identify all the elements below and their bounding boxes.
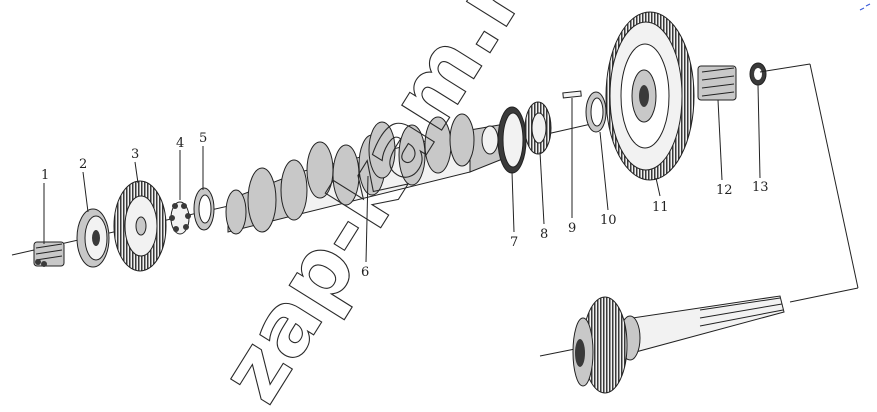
callout-7: 7 (510, 235, 518, 250)
part-4-bolt-set (169, 201, 191, 235)
callout-12: 12 (716, 183, 733, 198)
callout-5: 5 (199, 131, 207, 146)
part-8-crank-gear (524, 101, 552, 155)
leader-13-top (759, 63, 811, 73)
callout-2: 2 (79, 157, 87, 172)
part-10-rear-seal (585, 91, 607, 133)
callout-9: 9 (568, 221, 576, 236)
part-2-pulley (76, 208, 110, 268)
part-11-flywheel (605, 11, 695, 181)
callout-6: 6 (361, 265, 369, 280)
leader-lines (43, 84, 761, 263)
leader-13-down (809, 63, 859, 289)
part-12-flywheel-bolts (697, 65, 737, 101)
input-shaft (539, 295, 785, 394)
part-3-damper-disc (113, 180, 167, 272)
callout-13: 13 (752, 180, 769, 195)
part-6-crankshaft (225, 113, 506, 235)
callout-10: 10 (600, 213, 617, 228)
callout-3: 3 (131, 147, 139, 162)
callout-8: 8 (540, 227, 548, 242)
part-9-dowel-pin (562, 90, 582, 99)
part-13-pilot-bearing (749, 62, 767, 86)
callout-1: 1 (41, 168, 49, 183)
part-5-front-seal (193, 187, 215, 231)
corner-mark-icon (859, 3, 871, 11)
part-1-bolts (33, 241, 65, 267)
callout-4: 4 (176, 136, 184, 151)
callout-labels: 1 2 3 4 5 6 7 8 9 10 11 12 13 (41, 131, 769, 280)
leader-13-back (789, 287, 859, 303)
callout-11: 11 (652, 200, 669, 215)
part-7-timing-ring (497, 106, 527, 174)
